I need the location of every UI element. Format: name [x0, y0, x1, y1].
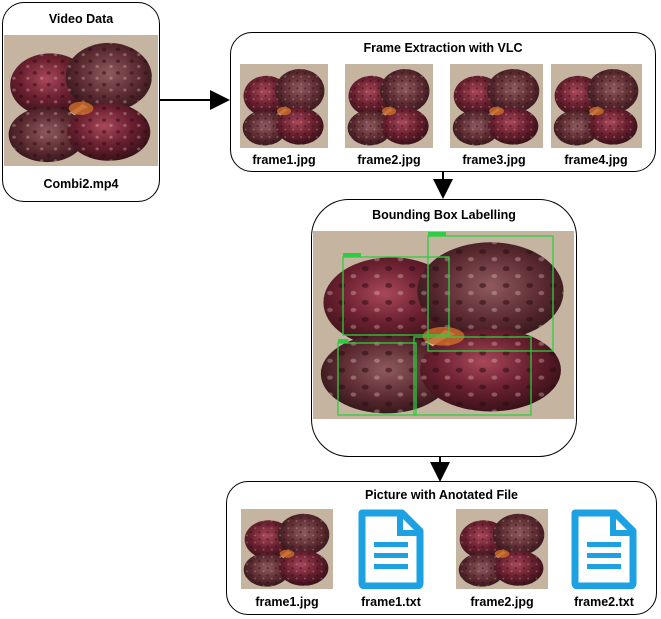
frame-label-2: frame2.jpg	[357, 153, 421, 167]
text-file-icon	[352, 509, 430, 590]
frame-thumbnail-1	[240, 64, 328, 148]
annotated-image-2	[456, 509, 548, 589]
annotated-label-3: frame2.jpg	[470, 595, 534, 609]
video-thumbnail	[4, 35, 158, 166]
video-file-label: Combi2.mp4	[43, 177, 119, 191]
bbox-2	[427, 235, 554, 352]
frame-thumbnail-2	[345, 64, 433, 148]
annotated-label-1: frame1.jpg	[255, 595, 319, 609]
labelled-frame-image	[313, 231, 574, 419]
bbox-4	[413, 336, 532, 416]
frame-label-3: frame3.jpg	[462, 153, 526, 167]
video-data-box: Video Data Combi2.mp4	[2, 2, 160, 202]
annotated-image-1	[241, 509, 333, 589]
bbox-1	[342, 256, 450, 336]
bounding-box-labelling-title: Bounding Box Labelling	[372, 208, 516, 222]
annotated-file-box: Picture with Anotated File frame1.jpg fr…	[226, 481, 657, 615]
bbox-3	[337, 342, 417, 416]
frame-label-4: frame4.jpg	[564, 153, 628, 167]
annotated-file-title: Picture with Anotated File	[364, 488, 519, 502]
bounding-box-labelling-box: Bounding Box Labelling	[311, 199, 577, 457]
video-data-title: Video Data	[48, 12, 114, 26]
frame-thumbnail-4	[551, 64, 642, 148]
frame-thumbnail-3	[450, 64, 543, 148]
frame-label-1: frame1.jpg	[252, 153, 316, 167]
frame-extraction-box: Frame Extraction with VLC frame1.jpg fra…	[230, 32, 656, 172]
frame-extraction-title: Frame Extraction with VLC	[363, 41, 523, 55]
text-file-icon	[565, 509, 643, 590]
annotated-label-4: frame2.txt	[574, 595, 634, 609]
annotated-label-2: frame1.txt	[361, 595, 421, 609]
